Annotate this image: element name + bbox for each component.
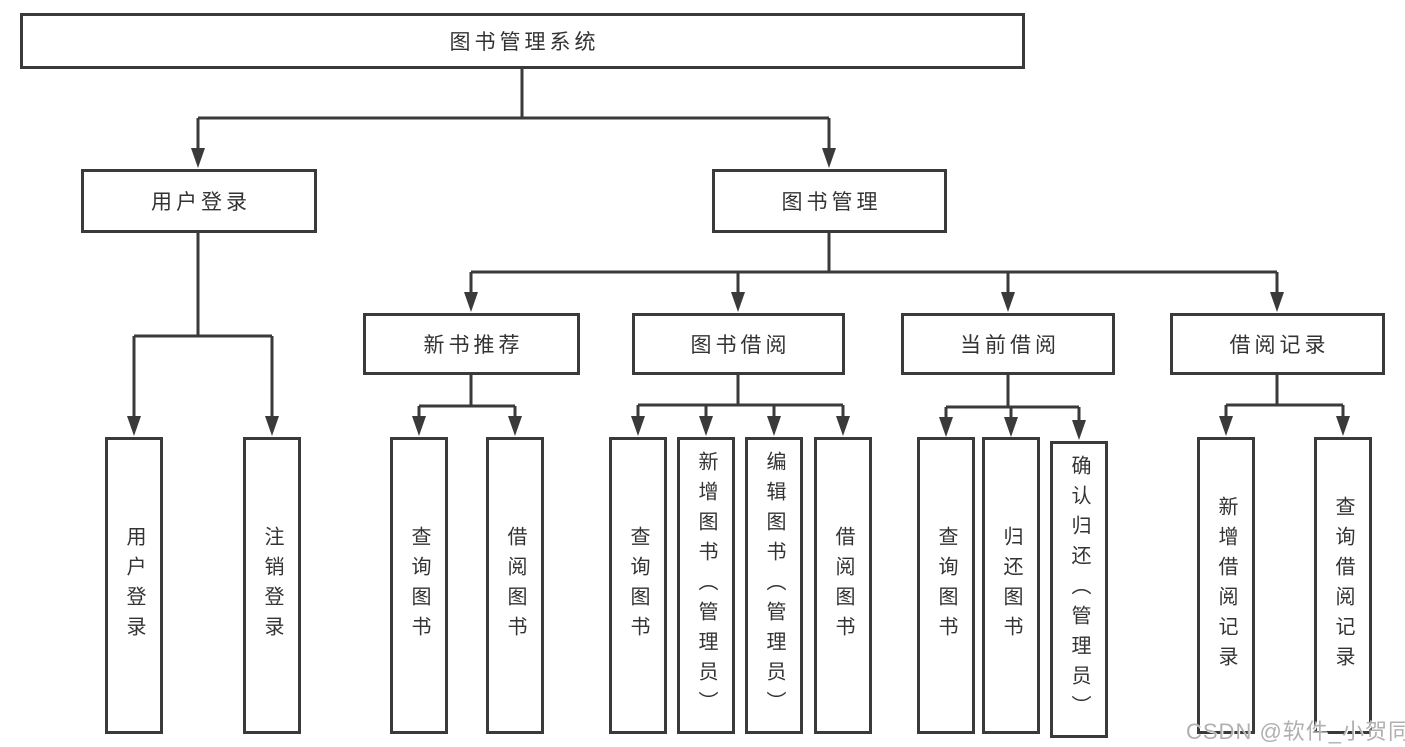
node-label: 新增借阅记录	[1215, 495, 1237, 676]
node-label: 注销登录	[261, 525, 283, 646]
node-label: 编辑图书（管理员）	[763, 450, 785, 721]
node-label: 查询图书	[627, 525, 649, 646]
leaf-query-book-newrec: 查询图书	[390, 437, 448, 734]
leaf-return-book: 归还图书	[982, 437, 1040, 734]
node-label: 借阅图书	[832, 525, 854, 646]
node-label: 确认归还（管理员）	[1068, 454, 1090, 725]
leaf-borrow-book: 借阅图书	[814, 437, 872, 734]
leaf-add-book-admin: 新增图书（管理员）	[677, 437, 735, 734]
leaf-user-login: 用户登录	[105, 437, 163, 734]
node-new-book-recommend: 新书推荐	[363, 313, 580, 375]
leaf-query-book-current: 查询图书	[917, 437, 975, 734]
connector-arrowheads	[127, 148, 1350, 440]
node-label: 用户登录	[123, 525, 145, 646]
node-label: 借阅记录	[1229, 334, 1330, 357]
node-borrow-records: 借阅记录	[1170, 313, 1385, 375]
node-label: 查询图书	[935, 525, 957, 646]
leaf-add-borrow-record: 新增借阅记录	[1197, 437, 1255, 734]
node-book-borrowing: 图书借阅	[632, 313, 845, 375]
node-label: 图书管理	[781, 191, 882, 214]
node-label: 查询借阅记录	[1332, 495, 1354, 676]
node-library-management-system: 图书管理系统	[20, 13, 1025, 69]
node-label: 借阅图书	[504, 525, 526, 646]
leaf-edit-book-admin: 编辑图书（管理员）	[745, 437, 803, 734]
node-user-login: 用户登录	[81, 169, 317, 233]
leaf-logout: 注销登录	[243, 437, 301, 734]
leaf-confirm-return-admin: 确认归还（管理员）	[1050, 441, 1108, 738]
leaf-query-book-borrowing: 查询图书	[609, 437, 667, 734]
node-current-borrowing: 当前借阅	[901, 313, 1115, 375]
node-label: 查询图书	[408, 525, 430, 646]
node-label: 图书借阅	[690, 334, 791, 357]
connector-lines	[132, 69, 1345, 425]
node-label: 新增图书（管理员）	[695, 450, 717, 721]
leaf-borrow-book-newrec: 借阅图书	[486, 437, 544, 734]
node-label: 图书管理系统	[449, 31, 600, 54]
node-book-management: 图书管理	[712, 169, 947, 233]
node-label: 当前借阅	[960, 334, 1060, 357]
leaf-query-borrow-record: 查询借阅记录	[1314, 437, 1372, 734]
node-label: 用户登录	[151, 191, 251, 214]
node-label: 归还图书	[1000, 525, 1022, 646]
node-label: 新书推荐	[423, 334, 524, 357]
csdn-watermark: CSDN @软件_小贺同学	[1186, 719, 1405, 744]
